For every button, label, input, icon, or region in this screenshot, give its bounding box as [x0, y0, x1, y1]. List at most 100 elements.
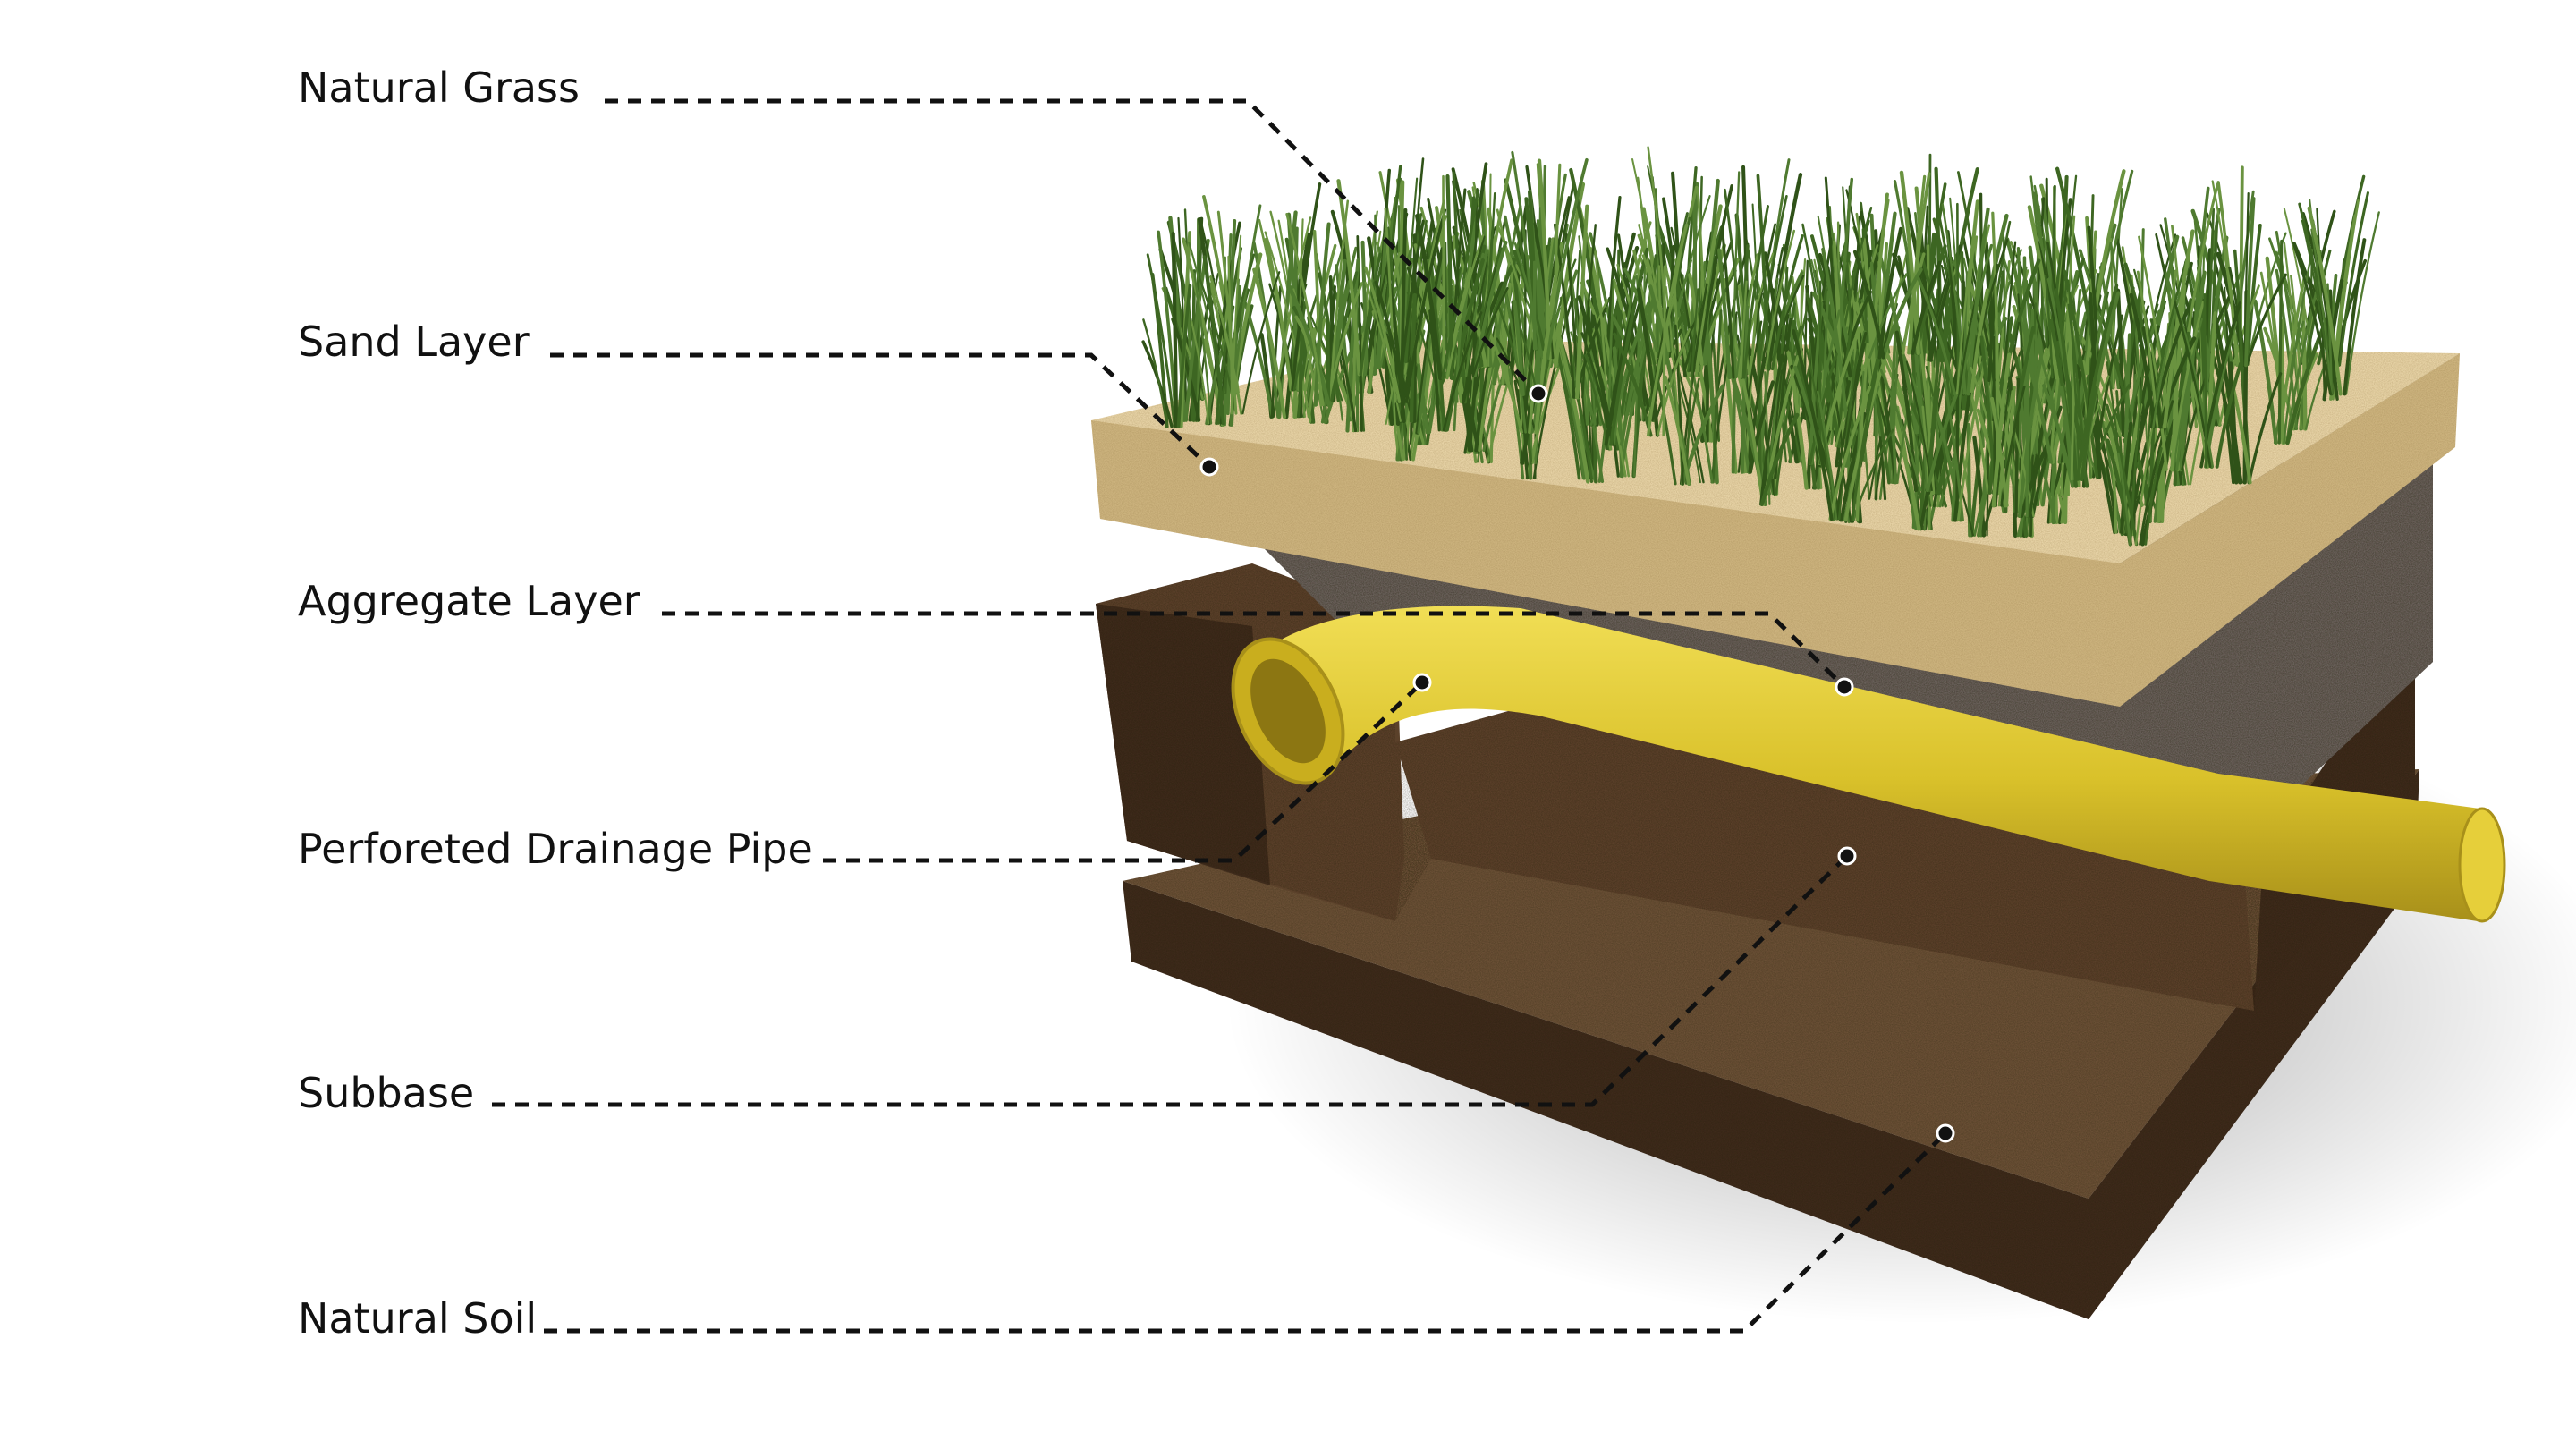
grass-blade — [2115, 238, 2145, 411]
grass-blade — [1336, 179, 1361, 377]
grass-blade — [1450, 189, 1480, 377]
grass-blade — [1142, 318, 1168, 428]
grass-blade — [1685, 288, 1699, 485]
grass-blade — [1272, 216, 1312, 419]
grass-blade — [2129, 445, 2139, 546]
grass-tuft — [1893, 170, 1947, 355]
grass-blade — [2292, 243, 2333, 395]
grass-blade — [2285, 281, 2320, 445]
grass-blade — [1879, 368, 1922, 492]
grass-blade — [1820, 292, 1830, 465]
grass-blade — [1428, 309, 1441, 432]
leader-drainage-pipe — [823, 681, 1424, 863]
grass-blade — [1956, 202, 1960, 395]
grass-blade — [1966, 207, 1990, 396]
grass-blade — [1989, 396, 2009, 508]
grass-blade — [1323, 326, 1366, 424]
grass-blade — [1956, 359, 1987, 522]
grass-blade — [2231, 384, 2252, 485]
grass-blade — [2025, 357, 2029, 518]
grass-blade — [1647, 319, 1670, 437]
grass-blade — [1292, 294, 1318, 392]
pipe-inner — [1250, 658, 1326, 764]
grass-blade — [1536, 206, 1543, 396]
grass-blade — [1252, 267, 1287, 419]
grass-blade — [1504, 215, 1537, 414]
grass-blade — [1364, 281, 1402, 422]
grass-tuft — [2046, 277, 2121, 482]
leader-natural-soil — [544, 1131, 1947, 1334]
grass-blade — [1905, 360, 1933, 492]
grass-blade — [1695, 204, 1723, 366]
grass-blade — [2162, 229, 2195, 429]
grass-blade — [1442, 311, 1483, 432]
grass-blade — [2171, 225, 2186, 367]
grass-blade — [2172, 318, 2203, 471]
grass-tuft — [1613, 265, 1690, 437]
grass-blade — [2344, 211, 2380, 395]
leader-dots — [1199, 384, 1955, 1143]
grass-blade — [2087, 225, 2101, 376]
grass-blade — [2181, 377, 2207, 471]
grass-blade — [1205, 333, 1228, 426]
grass-blade — [1790, 364, 1823, 468]
grass-blade — [2076, 284, 2119, 481]
grass-blade — [2338, 191, 2369, 367]
label-subbase: Subbase — [298, 1069, 474, 1117]
grass-blade — [1839, 290, 1873, 377]
grass-blade — [1756, 174, 1770, 371]
grass-blade — [1540, 173, 1567, 351]
grass-blade — [1285, 212, 1325, 407]
grass-blade — [1264, 237, 1293, 392]
grass-blade — [2028, 337, 2055, 456]
grass-blade — [1496, 224, 1538, 351]
grass-blade — [1575, 305, 1584, 400]
grass-blade — [2245, 273, 2287, 367]
dot-drainage-pipe — [1412, 673, 1432, 692]
grass-blade — [1870, 192, 1889, 360]
grass-blade — [1215, 247, 1243, 426]
grass-blade — [1507, 368, 1525, 480]
grass-tuft — [1688, 178, 1737, 366]
grass-blade — [1405, 208, 1447, 403]
grass-blade — [1955, 200, 1979, 395]
grass-blade — [1551, 163, 1562, 360]
grass-blade — [1177, 216, 1188, 421]
grass-blade — [1767, 173, 1803, 371]
grass-blade — [1216, 210, 1238, 415]
grass-blade — [1379, 242, 1415, 369]
grass-blade — [2307, 206, 2343, 396]
grass-blade — [1868, 273, 1908, 359]
grass-blade — [1730, 326, 1765, 506]
grass-blade — [1851, 358, 1881, 521]
grass-blade — [1720, 225, 1735, 379]
grass-blade — [1742, 205, 1769, 379]
leader-natural-grass — [605, 98, 1540, 395]
grass-blade — [1837, 348, 1860, 521]
grass-blade — [1669, 195, 1711, 352]
leader-lines — [492, 98, 1947, 1334]
leader-subbase — [492, 854, 1849, 1107]
grass-blade — [2283, 249, 2314, 445]
grass-tuft — [2174, 292, 2242, 469]
grass-blade — [1731, 315, 1738, 474]
grass-blade — [1852, 250, 1885, 360]
grass-blade — [2277, 239, 2284, 445]
grass-blade — [2110, 421, 2118, 534]
grass-blade — [1991, 352, 2012, 508]
grass-blade — [1792, 329, 1834, 521]
grass-blade — [1801, 325, 1836, 521]
grass-tuft — [2253, 239, 2329, 445]
grass-blade — [1907, 172, 1931, 355]
grass-blade — [2129, 292, 2157, 429]
grass-blade — [1712, 309, 1723, 484]
grass-blade — [2017, 355, 2043, 519]
grass-blade — [1637, 287, 1660, 437]
grass-blade — [2203, 292, 2207, 469]
grass-blade — [1716, 248, 1732, 380]
dot-natural-grass — [1529, 384, 1548, 403]
label-natural-grass: Natural Grass — [298, 64, 580, 112]
grass-blade — [1209, 275, 1243, 415]
dot-natural-soil — [1936, 1123, 1955, 1143]
grass-blade — [1417, 252, 1446, 435]
